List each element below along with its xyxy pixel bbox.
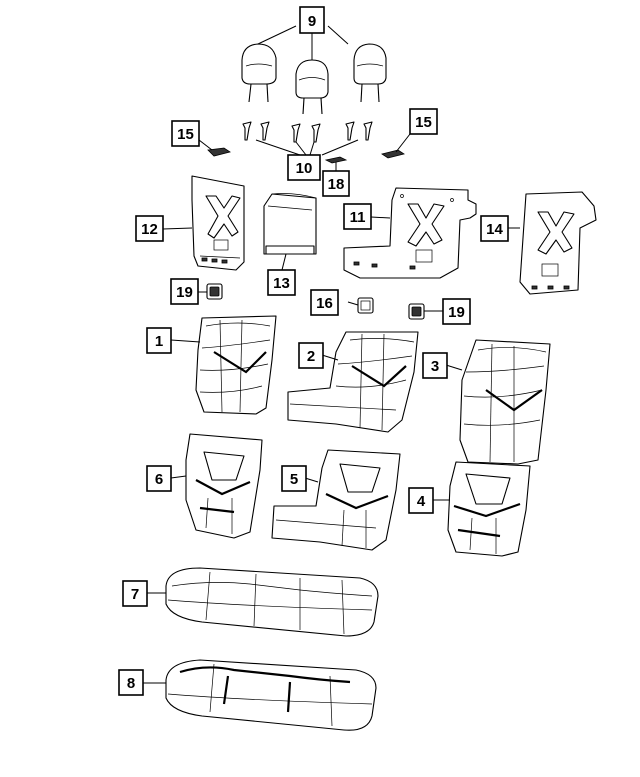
- trim-cap-left: [207, 147, 231, 157]
- callout-6: 6: [146, 465, 172, 492]
- headrest-center: [295, 59, 329, 115]
- seatback-cover-3: [459, 339, 551, 465]
- svg-text:2: 2: [307, 348, 315, 365]
- seatback-foam-4: [447, 461, 531, 557]
- callout-3: 3: [422, 352, 448, 379]
- callout-19-right: 19: [442, 298, 471, 325]
- svg-text:6: 6: [155, 471, 163, 488]
- seatback-frame-11: [343, 187, 477, 279]
- svg-text:1: 1: [155, 333, 163, 350]
- headrest-left: [241, 43, 277, 103]
- headrest-right: [353, 43, 387, 103]
- svg-text:8: 8: [127, 675, 135, 692]
- callout-5: 5: [281, 465, 307, 492]
- leader-lines: [143, 25, 520, 684]
- seatback-cover-1: [195, 315, 277, 415]
- seat-cushion-cover-7: [165, 567, 379, 637]
- callout-7: 7: [122, 580, 148, 607]
- svg-text:18: 18: [328, 176, 345, 193]
- callout-9: 9: [299, 6, 325, 34]
- callout-15-right: 15: [409, 108, 438, 135]
- callout-19-left: 19: [170, 278, 199, 305]
- svg-text:16: 16: [316, 295, 333, 312]
- callout-8: 8: [118, 669, 144, 696]
- headrest-guides: [242, 121, 373, 143]
- latch-16: [357, 297, 374, 314]
- svg-text:19: 19: [448, 304, 465, 321]
- svg-text:15: 15: [415, 114, 432, 131]
- trim-cap-right: [381, 149, 405, 159]
- seat-cushion-foam-8: [165, 659, 377, 731]
- callout-16: 16: [310, 289, 339, 316]
- svg-text:5: 5: [290, 471, 298, 488]
- callout-12: 12: [135, 215, 164, 242]
- callout-10: 10: [287, 154, 321, 181]
- svg-text:7: 7: [131, 586, 139, 603]
- armrest-13: [263, 193, 317, 255]
- callout-15-left: 15: [171, 120, 200, 147]
- seatback-cover-2: [287, 331, 419, 433]
- bracket-18: [324, 156, 348, 164]
- svg-text:9: 9: [308, 13, 316, 30]
- callout-1: 1: [146, 327, 172, 354]
- latch-19-left: [206, 283, 223, 300]
- svg-text:10: 10: [296, 160, 313, 177]
- callout-4: 4: [408, 487, 434, 514]
- callout-18: 18: [322, 170, 350, 197]
- svg-text:3: 3: [431, 358, 439, 375]
- callout-14: 14: [480, 215, 509, 242]
- callout-11: 11: [343, 203, 372, 230]
- callout-2: 2: [298, 342, 324, 369]
- svg-text:14: 14: [486, 221, 503, 238]
- svg-text:15: 15: [177, 126, 194, 143]
- svg-text:19: 19: [176, 284, 193, 301]
- seatback-frame-14: [519, 191, 597, 295]
- svg-text:11: 11: [350, 209, 366, 226]
- svg-text:13: 13: [273, 275, 290, 292]
- seatback-foam-5: [271, 449, 401, 551]
- latch-19-right: [408, 303, 425, 320]
- svg-text:12: 12: [141, 221, 158, 238]
- seatback-frame-12: [191, 175, 245, 271]
- callout-13: 13: [267, 269, 296, 296]
- seatback-foam-6: [185, 433, 263, 539]
- svg-text:4: 4: [417, 493, 426, 510]
